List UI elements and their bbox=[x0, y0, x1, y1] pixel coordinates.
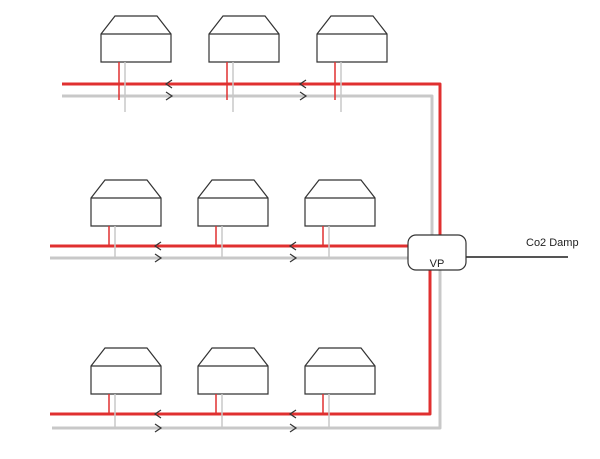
house-outline bbox=[208, 15, 280, 63]
flow-arrow-icon bbox=[299, 91, 308, 101]
house-row-1 bbox=[100, 15, 388, 112]
flow-arrow-icon bbox=[153, 241, 162, 251]
flow-arrow-icon bbox=[165, 91, 174, 101]
house-outline bbox=[304, 347, 376, 395]
house-outline bbox=[100, 15, 172, 63]
house-outline bbox=[90, 347, 162, 395]
supply-line-row-1 bbox=[62, 82, 442, 235]
return-line-row-3 bbox=[52, 270, 442, 430]
damper-label: Co2 Damp bbox=[526, 237, 579, 249]
house-outline bbox=[304, 179, 376, 227]
flow-arrow-icon bbox=[289, 423, 298, 433]
flow-arrow-icon bbox=[288, 409, 297, 419]
house bbox=[316, 15, 388, 112]
house-outline bbox=[316, 15, 388, 63]
house-row-3 bbox=[90, 347, 376, 428]
flow-arrow-icon bbox=[154, 253, 163, 263]
house bbox=[304, 347, 376, 428]
house bbox=[208, 15, 280, 112]
flow-arrow-icon bbox=[288, 241, 297, 251]
house-outline bbox=[197, 179, 269, 227]
house-outline bbox=[90, 179, 162, 227]
flow-arrow-icon bbox=[164, 79, 173, 89]
house bbox=[197, 179, 269, 258]
house bbox=[304, 179, 376, 258]
return-line-row-1 bbox=[62, 94, 434, 235]
supply-line-row-3 bbox=[50, 270, 432, 416]
pump-label: VP bbox=[430, 258, 445, 270]
pump-box bbox=[407, 234, 467, 271]
flow-arrow-icon bbox=[153, 409, 162, 419]
pump-unit: VP bbox=[407, 234, 467, 271]
house bbox=[100, 15, 172, 112]
return-lines bbox=[50, 94, 442, 430]
flow-arrow-icon bbox=[298, 79, 307, 89]
house bbox=[197, 347, 269, 428]
house-outline bbox=[197, 347, 269, 395]
house-row-2 bbox=[90, 179, 376, 258]
flow-arrow-icon bbox=[154, 423, 163, 433]
flow-arrow-icon bbox=[289, 253, 298, 263]
house bbox=[90, 347, 162, 428]
flow-arrows bbox=[153, 79, 308, 433]
house bbox=[90, 179, 162, 258]
